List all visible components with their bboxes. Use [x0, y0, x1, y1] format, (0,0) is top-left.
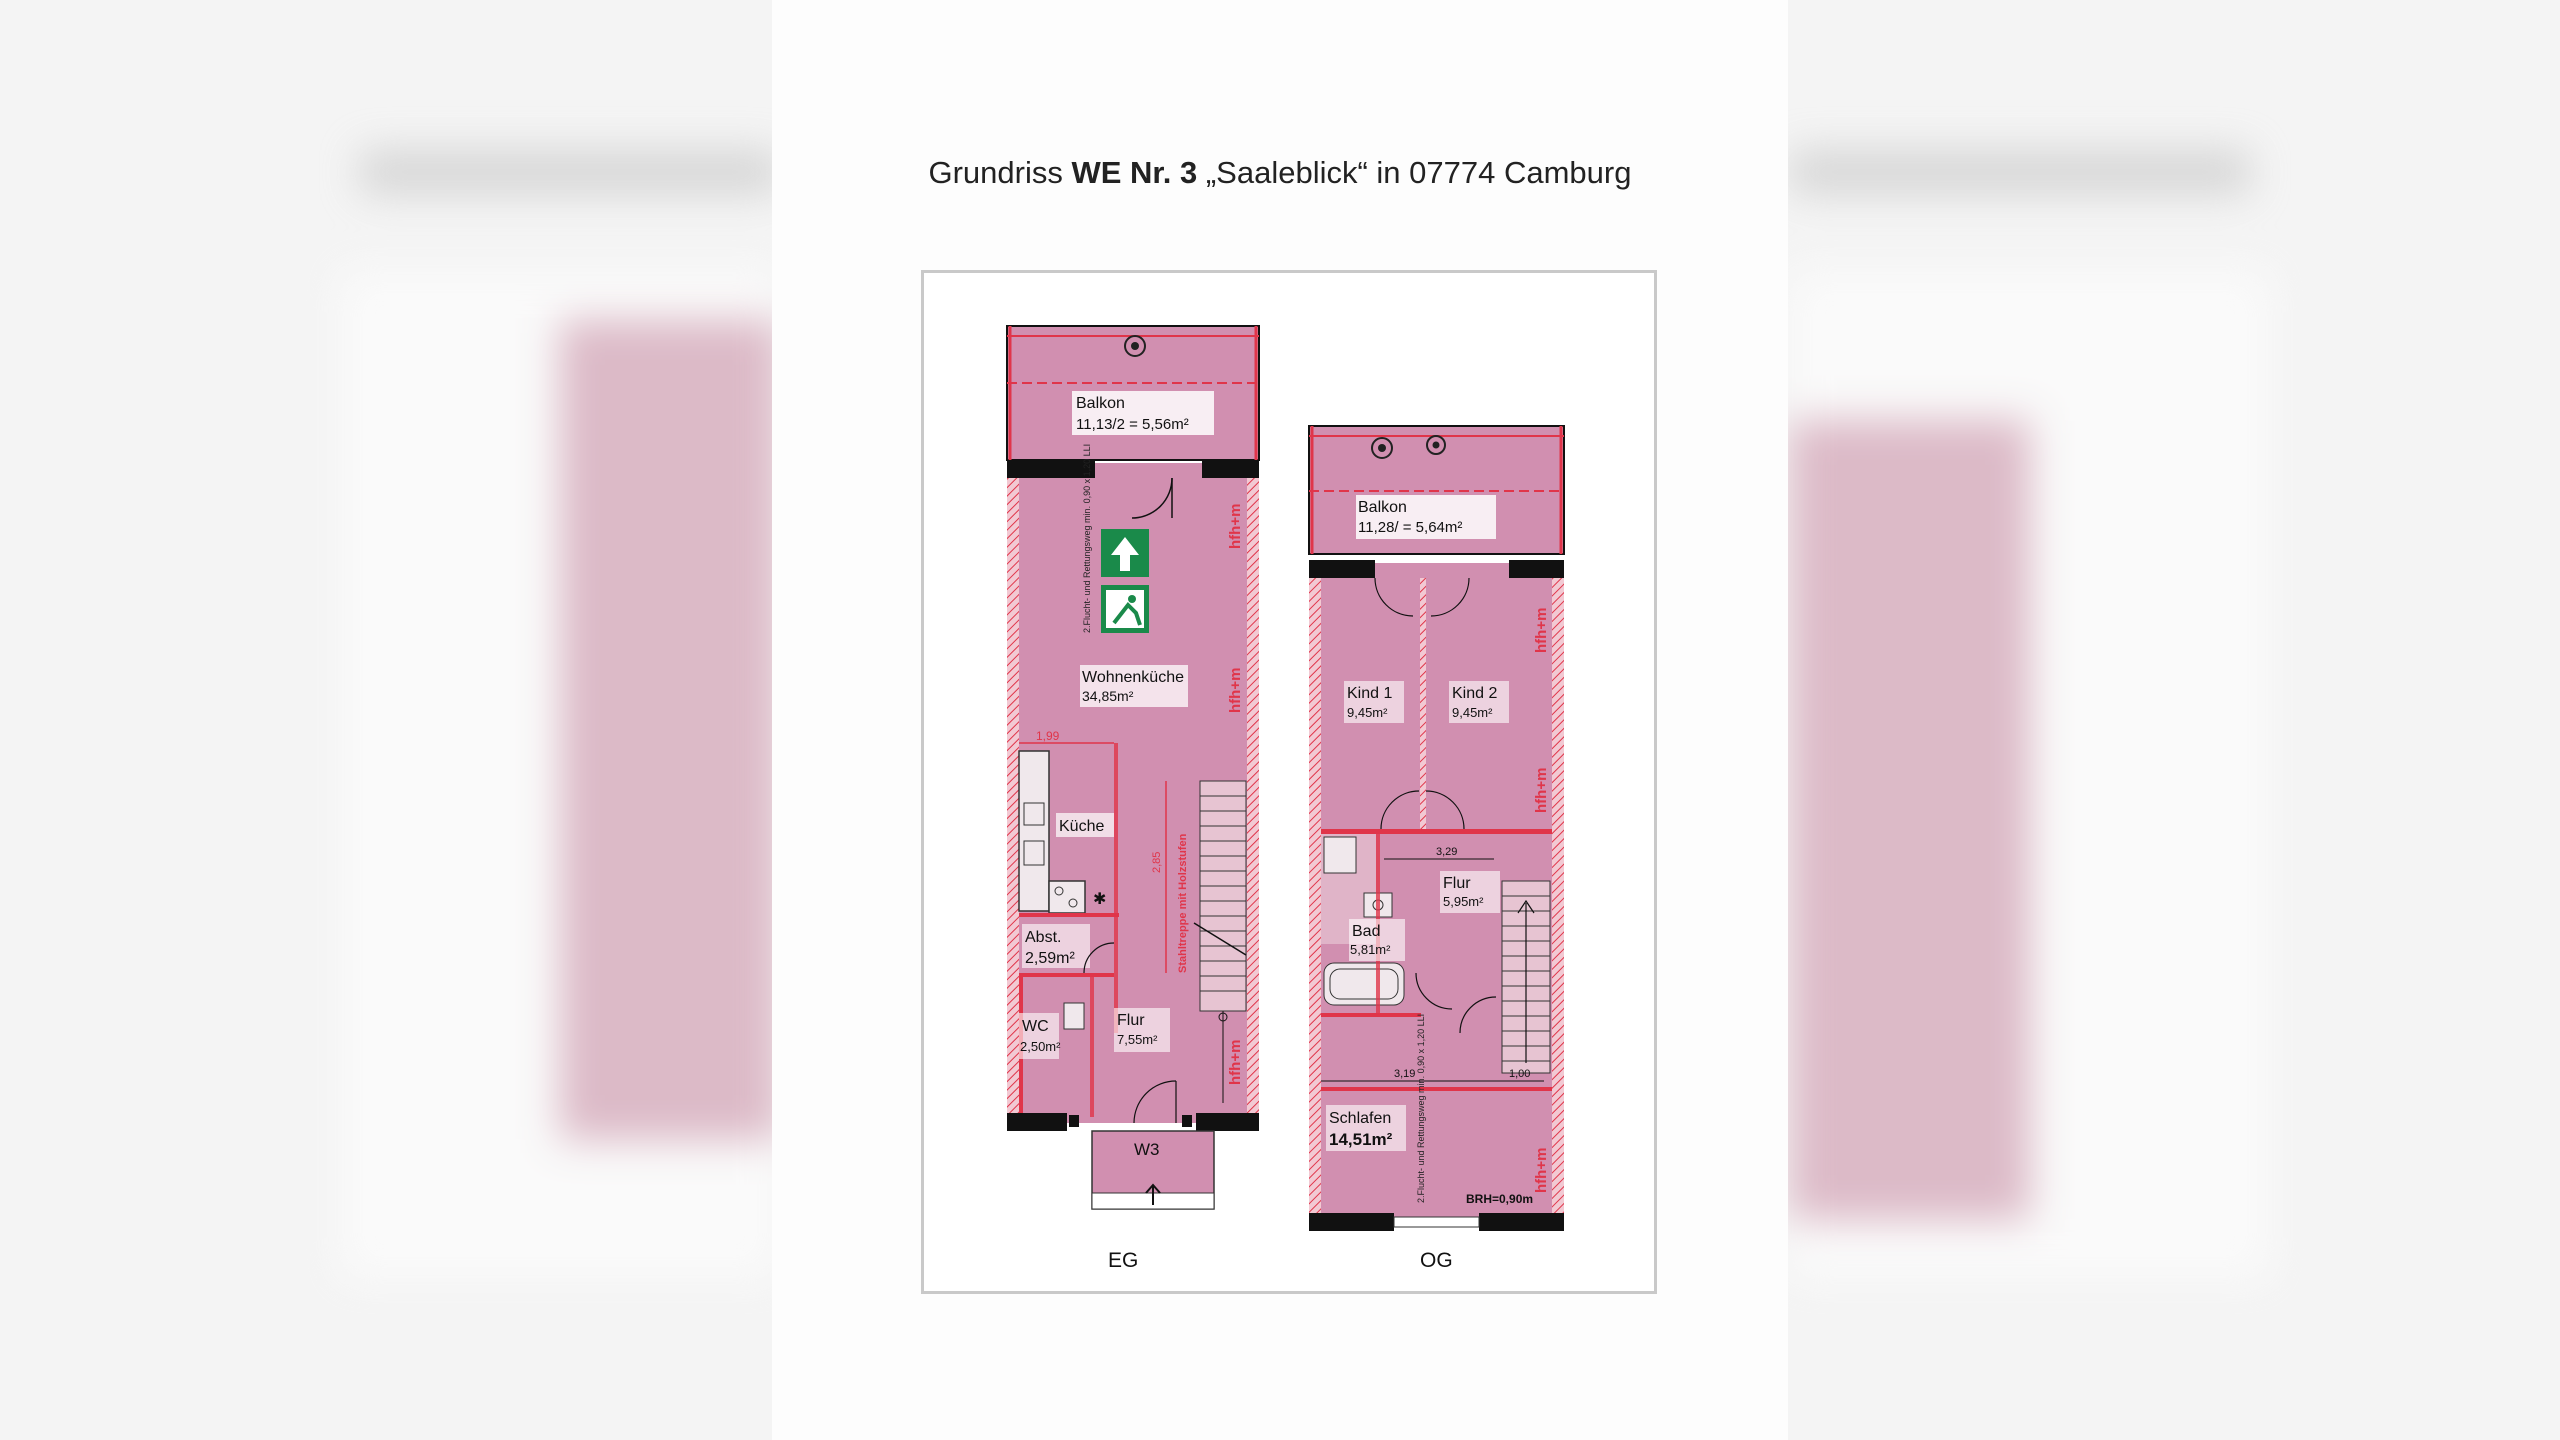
eg-storage-name: Abst. — [1025, 929, 1061, 946]
exit-sign-icon — [1101, 529, 1149, 633]
eg-plan: Balkon 11,13/2 = 5,56m² — [1006, 325, 1260, 1272]
floorplan-svg: Balkon 11,13/2 = 5,56m² — [1006, 325, 1565, 1272]
eg-kitchen-name: Küche — [1059, 818, 1104, 835]
og-hall-area: 5,95m² — [1443, 894, 1484, 909]
eg-hall-area: 7,55m² — [1117, 1032, 1158, 1047]
document-page: Grundriss WE Nr. 3 „Saaleblick“ in 07774… — [772, 0, 1788, 1440]
og-kid1-name: Kind 1 — [1347, 685, 1392, 702]
eg-wc-area: 2,50m² — [1020, 1039, 1061, 1054]
eg-balcony-area: 11,13/2 = 5,56m² — [1076, 416, 1189, 433]
floorplan-frame: Balkon 11,13/2 = 5,56m² — [921, 270, 1657, 1294]
og-dim-side: 1,00 — [1509, 1068, 1530, 1080]
chair-icon — [1371, 437, 1393, 459]
eg-wall-label-1: hfh+m — [1227, 504, 1244, 549]
eg-dim-stair: 2,85 — [1151, 852, 1163, 873]
og-wall-label-1: hfh+m — [1533, 608, 1550, 653]
og-kid1-area: 9,45m² — [1347, 705, 1388, 720]
og-bed-area: 14,51m² — [1329, 1130, 1393, 1149]
eg-level-label: EG — [1108, 1249, 1138, 1272]
og-dim-bed: 3,19 — [1394, 1068, 1415, 1080]
og-kid2-area: 9,45m² — [1452, 705, 1493, 720]
og-dim-hall: 3,29 — [1436, 846, 1457, 858]
eg-balcony-name: Balkon — [1076, 395, 1125, 412]
title-bold: WE Nr. 3 — [1071, 155, 1198, 190]
og-bath-area: 5,81m² — [1350, 942, 1391, 957]
eg-wall-label-3: hfh+m — [1227, 1040, 1244, 1085]
og-bed-name: Schlafen — [1329, 1110, 1391, 1127]
eg-entrance-label: W3 — [1134, 1140, 1160, 1159]
title-prefix: Grundriss — [928, 155, 1072, 190]
og-balcony-name: Balkon — [1358, 499, 1407, 516]
og-staircase — [1501, 880, 1551, 1074]
og-plan: Balkon 11,28/ = 5,64m² Kind 1 9,45m² Kin… — [1308, 425, 1565, 1272]
page-title: Grundriss WE Nr. 3 „Saaleblick“ in 07774… — [772, 155, 1788, 191]
og-kid2-name: Kind 2 — [1452, 685, 1497, 702]
eg-staircase — [1193, 780, 1247, 1103]
eg-escape-note: 2.Flucht- und Rettungsweg min. 0,90 x 1,… — [1082, 444, 1092, 633]
og-balcony-area: 11,28/ = 5,64m² — [1358, 519, 1462, 536]
og-brh-note: BRH=0,90m — [1466, 1192, 1533, 1206]
eg-stair-label: Stahltreppe mit Holzstufen — [1177, 833, 1189, 973]
eg-wall-label-2: hfh+m — [1227, 668, 1244, 713]
og-bath-name: Bad — [1352, 923, 1380, 940]
og-wall-label-2: hfh+m — [1533, 768, 1550, 813]
og-hall-name: Flur — [1443, 875, 1471, 892]
eg-hall-name: Flur — [1117, 1012, 1145, 1029]
eg-living-name: Wohnenküche — [1082, 669, 1184, 686]
eg-dim-width: 1,99 — [1036, 729, 1060, 743]
chair-icon — [1426, 435, 1446, 455]
chair-icon — [1124, 335, 1146, 357]
og-escape-note: 2.Flucht- und Rettungsweg min. 0,90 x 1,… — [1416, 1014, 1426, 1203]
og-wall-label-3: hfh+m — [1533, 1148, 1550, 1193]
eg-storage-area: 2,59m² — [1025, 950, 1075, 967]
eg-living-area: 34,85m² — [1082, 688, 1134, 704]
eg-wc-name: WC — [1022, 1018, 1049, 1035]
kitchen-counter — [1018, 750, 1050, 912]
svg-text:✱: ✱ — [1093, 891, 1106, 908]
og-level-label: OG — [1420, 1249, 1453, 1272]
title-suffix: „Saaleblick“ in 07774 Camburg — [1197, 155, 1632, 190]
